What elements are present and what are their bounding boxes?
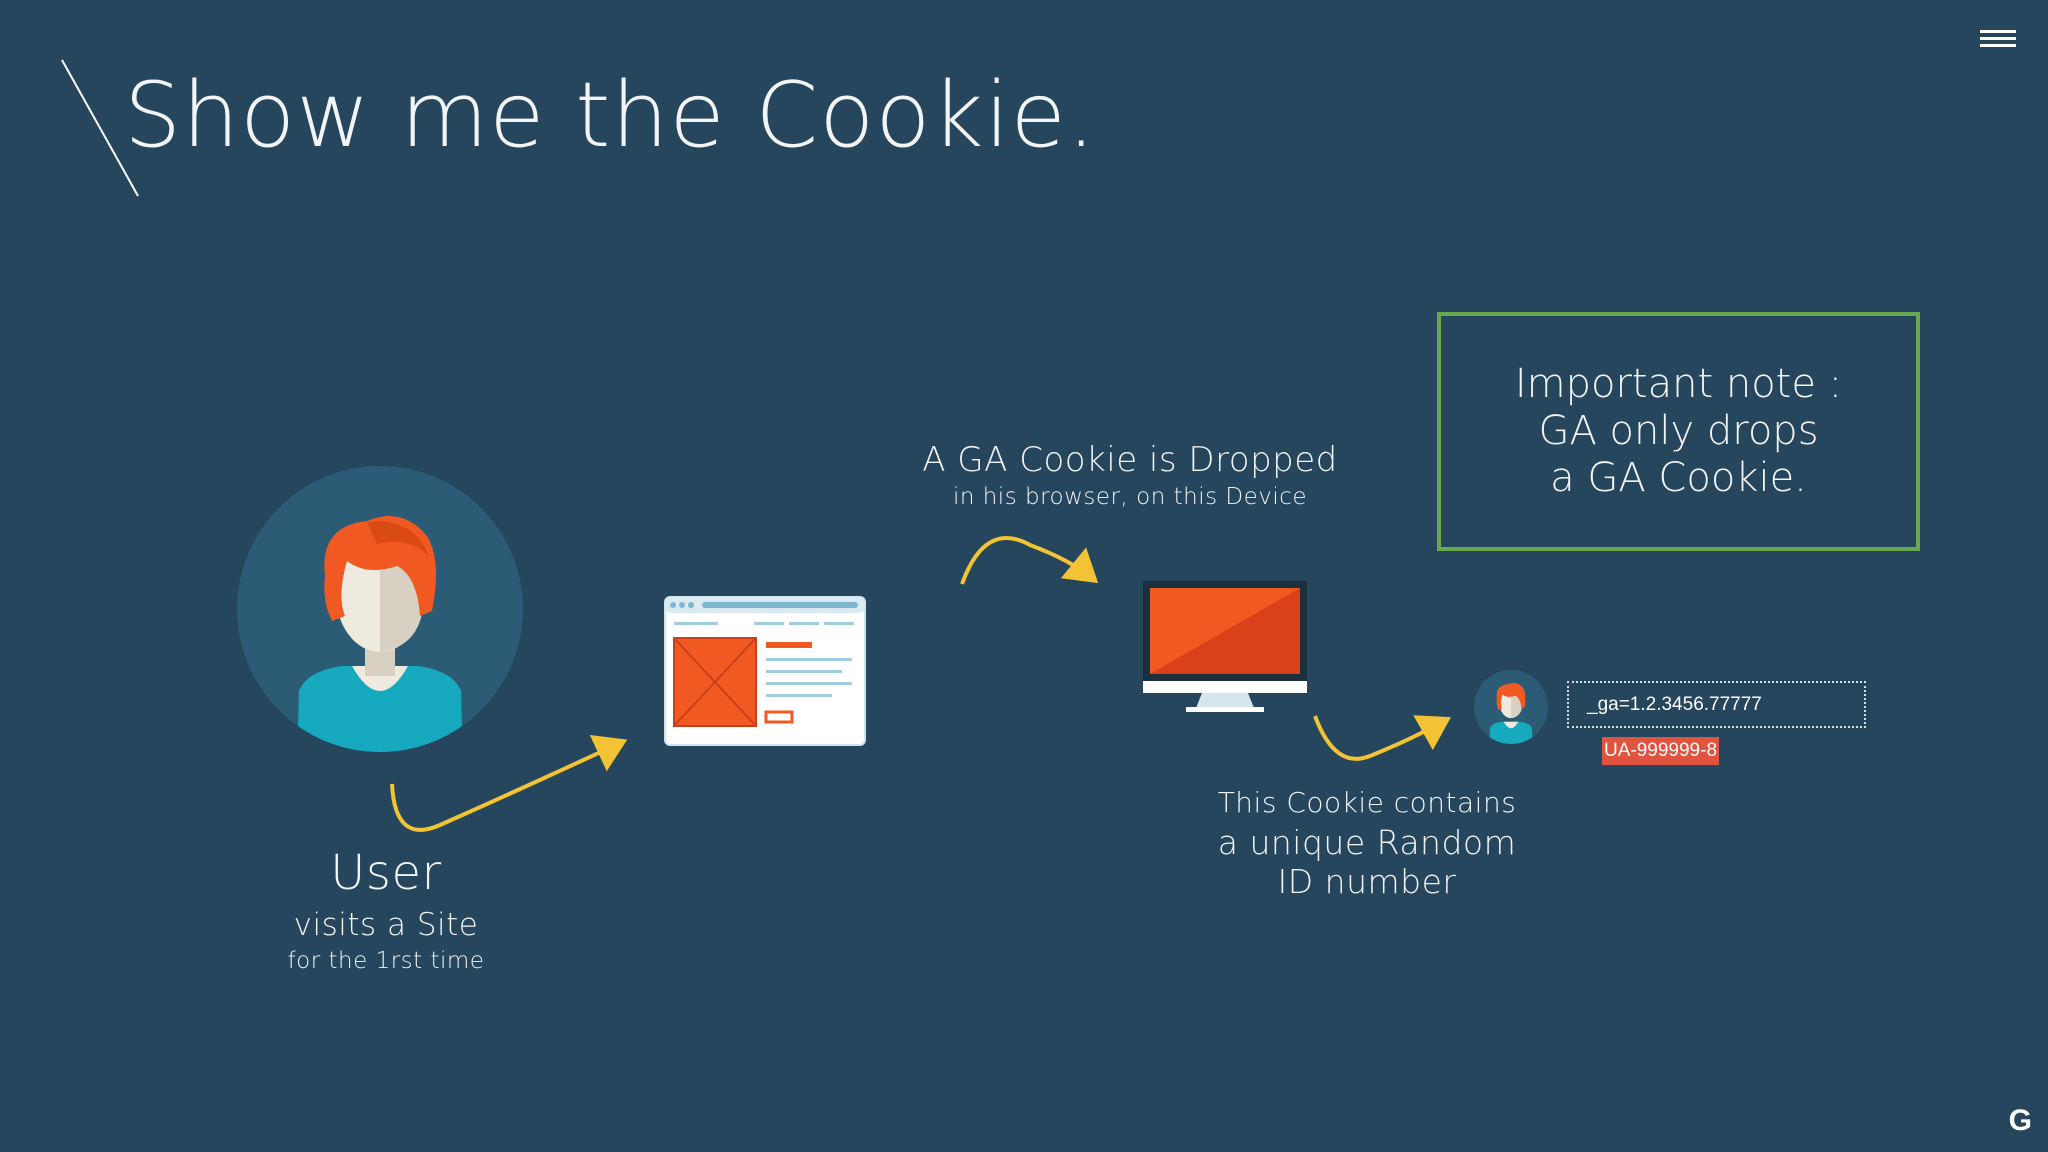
user-subtitle: visits a Site <box>293 907 479 943</box>
user-label: User <box>330 845 442 901</box>
page-title: Show me the Cookie. <box>124 63 1097 168</box>
title-slash-decoration <box>61 59 139 197</box>
arrow-user-to-site <box>390 735 628 832</box>
hamburger-menu-icon[interactable] <box>1980 30 2016 48</box>
important-note-box: Important note : GA only drops a GA Cook… <box>1437 312 1920 551</box>
browser-window-icon <box>664 596 866 746</box>
cookie-contains-line-2: a unique Random <box>1217 823 1517 862</box>
user-avatar-icon <box>237 466 523 752</box>
arrow-monitor-to-id <box>1313 715 1451 761</box>
desktop-monitor-icon <box>1143 581 1307 712</box>
arrow-cookie-dropped <box>960 535 1099 585</box>
ga-cookie-value: _ga=1.2.3456.77777 <box>1587 693 1762 715</box>
note-line-3: a GA Cookie. <box>1550 455 1807 501</box>
ga-cookie-value-box: _ga=1.2.3456.77777 <box>1567 681 1866 728</box>
small-user-avatar-icon <box>1474 670 1548 744</box>
note-line-2: GA only drops <box>1538 408 1819 454</box>
user-subtitle-small: for the 1rst time <box>287 948 485 974</box>
cookie-contains-line-1: This Cookie contains <box>1217 786 1517 819</box>
cookie-contains-line-3: ID number <box>1277 862 1457 901</box>
ua-id-badge: UA-999999-8 <box>1602 737 1720 765</box>
cookie-dropped-subtitle: in his browser, on this Device <box>952 484 1308 510</box>
cookie-dropped-title: A GA Cookie is Dropped <box>922 440 1338 480</box>
note-line-1: Important note : <box>1514 361 1843 407</box>
google-logo-icon[interactable]: G <box>2008 1104 2032 1137</box>
